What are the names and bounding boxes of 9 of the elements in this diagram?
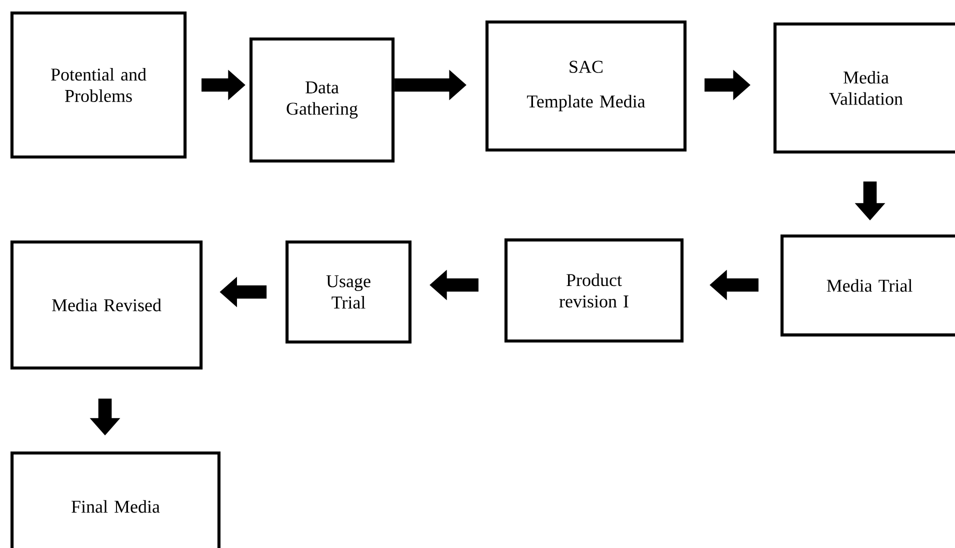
process-box: Final Media [10,452,220,548]
process-box: Media Revised [10,240,203,370]
process-box: Data Gathering [249,37,395,163]
process-box: Usage Trial [286,240,412,344]
process-box: Product revision I [504,238,684,343]
process-box: Media Trial [780,234,955,336]
process-box: Potential and Problems [10,11,187,159]
process-box: SAC Template Media [485,20,687,152]
process-box: Media Validation [773,22,955,154]
